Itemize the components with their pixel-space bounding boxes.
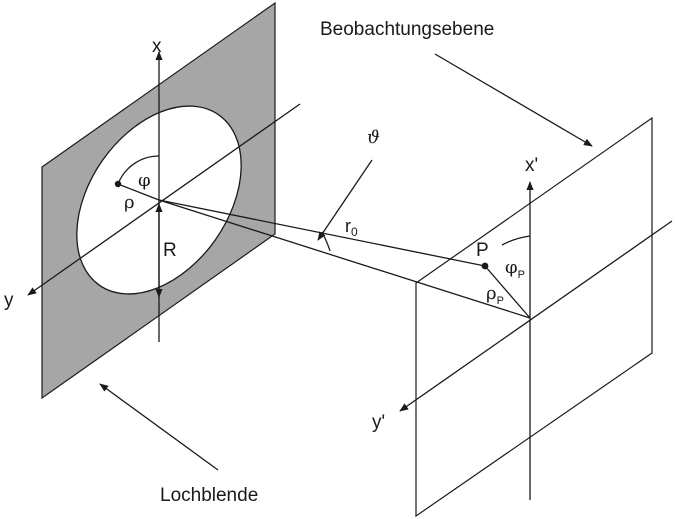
aperture-pointer bbox=[99, 383, 219, 471]
aperture-label: Lochblende bbox=[160, 485, 258, 506]
rho-P-line bbox=[484, 265, 531, 319]
r0-subscript: 0 bbox=[351, 225, 358, 239]
point-P bbox=[481, 262, 489, 270]
rho-P-main: ρ bbox=[486, 283, 497, 304]
observation-plane bbox=[415, 116, 653, 518]
rho-P-subscript: P bbox=[497, 295, 504, 307]
phi-label: φ bbox=[138, 170, 151, 191]
y-axis-label: y bbox=[4, 290, 14, 311]
rho-label: ρ bbox=[124, 192, 135, 213]
phi-angle-arc bbox=[117, 155, 160, 185]
x-axis-label: x bbox=[152, 36, 162, 57]
phi-P-main: φ bbox=[505, 257, 518, 278]
observation-plane-label: Beobachtungsebene bbox=[320, 19, 494, 40]
x-prime-label: x' bbox=[525, 155, 538, 176]
theta-pointer bbox=[317, 159, 373, 241]
phi-P-subscript: P bbox=[518, 269, 525, 281]
radius-label: R bbox=[163, 240, 177, 261]
observation-plane-pointer bbox=[434, 53, 593, 147]
y-axis bbox=[27, 103, 301, 296]
phi-P-label: φP bbox=[505, 257, 525, 281]
r0-main: r bbox=[345, 216, 351, 236]
y-prime-axis bbox=[399, 220, 673, 412]
point-P-label: P bbox=[476, 240, 489, 261]
rho-line bbox=[117, 183, 160, 201]
ray-optical-axis bbox=[158, 199, 531, 319]
phi-P-angle-arc bbox=[501, 235, 531, 246]
r0-label: r0 bbox=[345, 216, 358, 239]
y-prime-label: y' bbox=[372, 412, 385, 433]
rho-P-label: ρP bbox=[486, 283, 504, 307]
theta-label: ϑ bbox=[367, 127, 380, 148]
